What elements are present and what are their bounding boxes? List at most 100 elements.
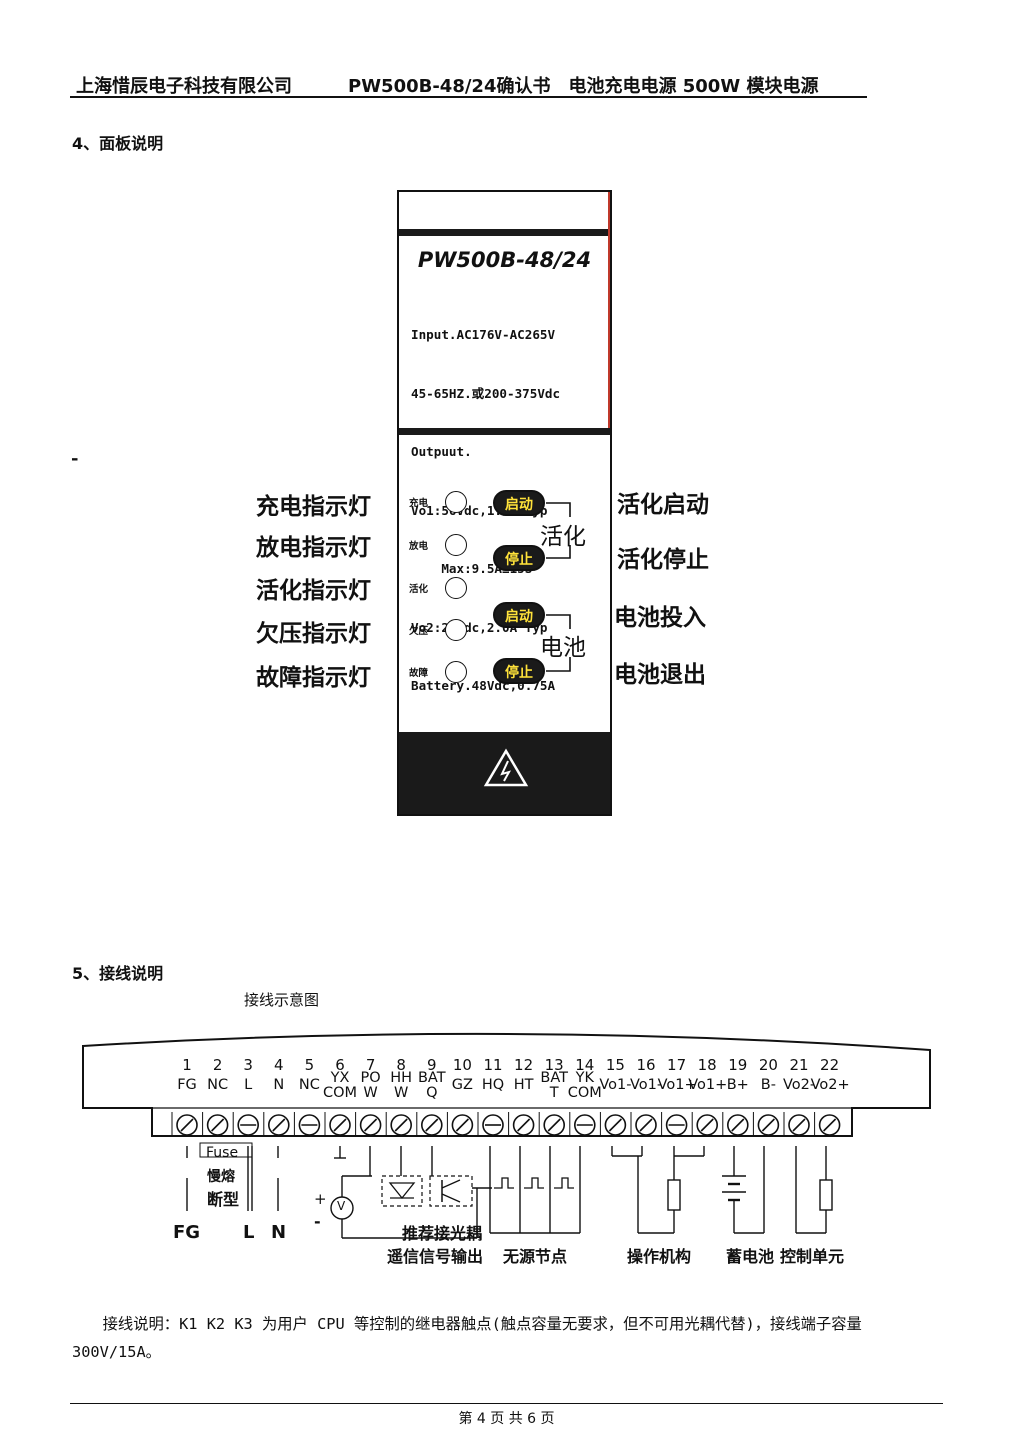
led-indicator bbox=[445, 577, 467, 599]
led-charge: 充电 bbox=[409, 490, 467, 514]
group-label-battery: 电池 bbox=[540, 635, 586, 661]
button-brackets bbox=[546, 502, 571, 672]
terminal-screw-slot bbox=[364, 1118, 378, 1132]
panel-bottom bbox=[399, 732, 610, 814]
terminal-number: 19 bbox=[728, 1056, 748, 1074]
terminal-number: 13 bbox=[544, 1056, 564, 1074]
optocoupler-label: 推荐接光耦 bbox=[402, 1224, 483, 1243]
terminal-label: B- bbox=[760, 1077, 776, 1093]
terminal-screw-slot bbox=[547, 1118, 561, 1132]
actuator-label: 操作机构 bbox=[627, 1247, 692, 1266]
terminal-screw-slot bbox=[394, 1118, 408, 1132]
terminal-screw-slot bbox=[180, 1118, 194, 1132]
fuse-type-label-2: 断型 bbox=[207, 1190, 240, 1209]
terminal-number: 12 bbox=[514, 1056, 534, 1074]
terminal-label: N bbox=[273, 1077, 285, 1093]
terminal-number: 1 bbox=[182, 1056, 192, 1074]
led-indicator bbox=[445, 491, 467, 513]
led-indicator bbox=[445, 661, 467, 683]
control-unit-label: 控制单元 bbox=[780, 1247, 845, 1266]
terminal-number: 15 bbox=[605, 1056, 625, 1074]
terminal-screws bbox=[171, 1112, 841, 1136]
battery-label: 蓄电池 bbox=[726, 1247, 775, 1266]
terminal-label: Vo1- bbox=[599, 1077, 632, 1093]
terminal-label: L bbox=[244, 1077, 253, 1093]
activate-start-button[interactable]: 启动 bbox=[493, 490, 545, 516]
terminal-number: 9 bbox=[427, 1056, 437, 1074]
led-undervoltage: 欠压 bbox=[409, 618, 467, 642]
high-voltage-warning-icon bbox=[483, 748, 529, 787]
wiring-caption: 接线示意图 bbox=[244, 991, 320, 1009]
company-name: 上海惜辰电子科技有限公司 bbox=[76, 76, 292, 97]
terminal-number: 10 bbox=[452, 1056, 472, 1074]
fuse-type-label: 慢熔 bbox=[207, 1169, 235, 1185]
panel-model: PW500B-48/24 bbox=[417, 248, 592, 272]
terminal-screw-slot bbox=[211, 1118, 225, 1132]
label-activate-stop: 活化停止 bbox=[617, 547, 709, 573]
terminal-label: Vo1+ bbox=[657, 1077, 697, 1093]
terminal-screw-slot bbox=[333, 1118, 347, 1132]
terminal-screw-slot bbox=[731, 1118, 745, 1132]
stray-dash: - bbox=[71, 448, 79, 469]
battery-out-button[interactable]: 停止 bbox=[493, 658, 545, 684]
terminal-label: FG bbox=[177, 1077, 197, 1093]
led-text: 放电 bbox=[409, 541, 429, 552]
plus-label: + bbox=[314, 1190, 327, 1208]
led-indicator bbox=[445, 619, 467, 641]
label-undervoltage-led: 欠压指示灯 bbox=[256, 621, 371, 647]
battery-in-button[interactable]: 启动 bbox=[493, 602, 545, 628]
terminal-label: Vo1- bbox=[629, 1077, 663, 1093]
terminal-label: NC bbox=[207, 1077, 229, 1093]
panel-specs: Input.AC176V-AC265V 45-65HZ.或200-375Vdc … bbox=[411, 286, 607, 735]
led-fault: 故障 bbox=[409, 660, 467, 684]
activate-stop-button[interactable]: 停止 bbox=[493, 545, 545, 571]
led-indicator bbox=[445, 534, 467, 556]
terminal-number: 6 bbox=[335, 1056, 345, 1074]
terminal-screw-slot bbox=[792, 1118, 806, 1132]
fg-label: FG bbox=[173, 1222, 201, 1243]
spec-line: Outpuut. bbox=[411, 444, 472, 459]
panel-edge bbox=[608, 192, 610, 432]
terminal-number: 21 bbox=[789, 1056, 809, 1074]
terminal-number: 8 bbox=[396, 1056, 406, 1074]
terminal-screw-slot bbox=[517, 1118, 531, 1132]
terminal-number: 4 bbox=[274, 1056, 284, 1074]
terminal-label: Vo1+ bbox=[688, 1077, 728, 1093]
dry-contact-label: 无源节点 bbox=[503, 1247, 568, 1266]
note-line-1: 接线说明：K1 K2 K3 为用户 CPU 等控制的继电器触点(触点容量无要求，… bbox=[72, 1315, 862, 1333]
label-charge-led: 充电指示灯 bbox=[256, 494, 371, 520]
terminal-label: HQ bbox=[481, 1077, 505, 1093]
label-fault-led: 故障指示灯 bbox=[256, 665, 371, 691]
label-battery-in: 电池投入 bbox=[614, 605, 706, 631]
label-activate-led: 活化指示灯 bbox=[256, 578, 371, 604]
note-line-2: 300V/15A。 bbox=[72, 1343, 161, 1361]
terminal-label: GZ bbox=[451, 1077, 473, 1093]
l-label: L bbox=[243, 1222, 255, 1243]
terminal-screw-slot bbox=[639, 1118, 653, 1132]
terminal-label: HT bbox=[513, 1077, 534, 1093]
terminal-number: 2 bbox=[212, 1056, 223, 1074]
document-title: PW500B-48/24确认书 电池充电电源 500W 模块电源 bbox=[348, 76, 819, 97]
terminal-screw-slot bbox=[608, 1118, 622, 1132]
label-activate-start: 活化启动 bbox=[617, 492, 709, 518]
terminal-number: 14 bbox=[575, 1056, 595, 1074]
terminal-number: 18 bbox=[697, 1056, 717, 1074]
terminal-number: 20 bbox=[758, 1056, 778, 1074]
page-header: 上海惜辰电子科技有限公司 PW500B-48/24确认书 电池充电电源 500W… bbox=[70, 70, 867, 98]
terminal-screw-slot bbox=[761, 1118, 775, 1132]
section-4-title: 4、面板说明 bbox=[72, 134, 164, 153]
n-label: N bbox=[271, 1222, 287, 1243]
page-footer: 第 4 页 共 6 页 bbox=[70, 1403, 943, 1439]
panel-top bbox=[399, 192, 610, 236]
minus-label: - bbox=[314, 1212, 321, 1231]
terminal-screw-slot bbox=[425, 1118, 439, 1132]
panel-divider bbox=[399, 428, 610, 435]
terminal-number: 5 bbox=[304, 1056, 315, 1074]
terminal-screw-slot bbox=[455, 1118, 469, 1132]
remote-signal-label: 遥信信号输出 bbox=[387, 1247, 484, 1266]
